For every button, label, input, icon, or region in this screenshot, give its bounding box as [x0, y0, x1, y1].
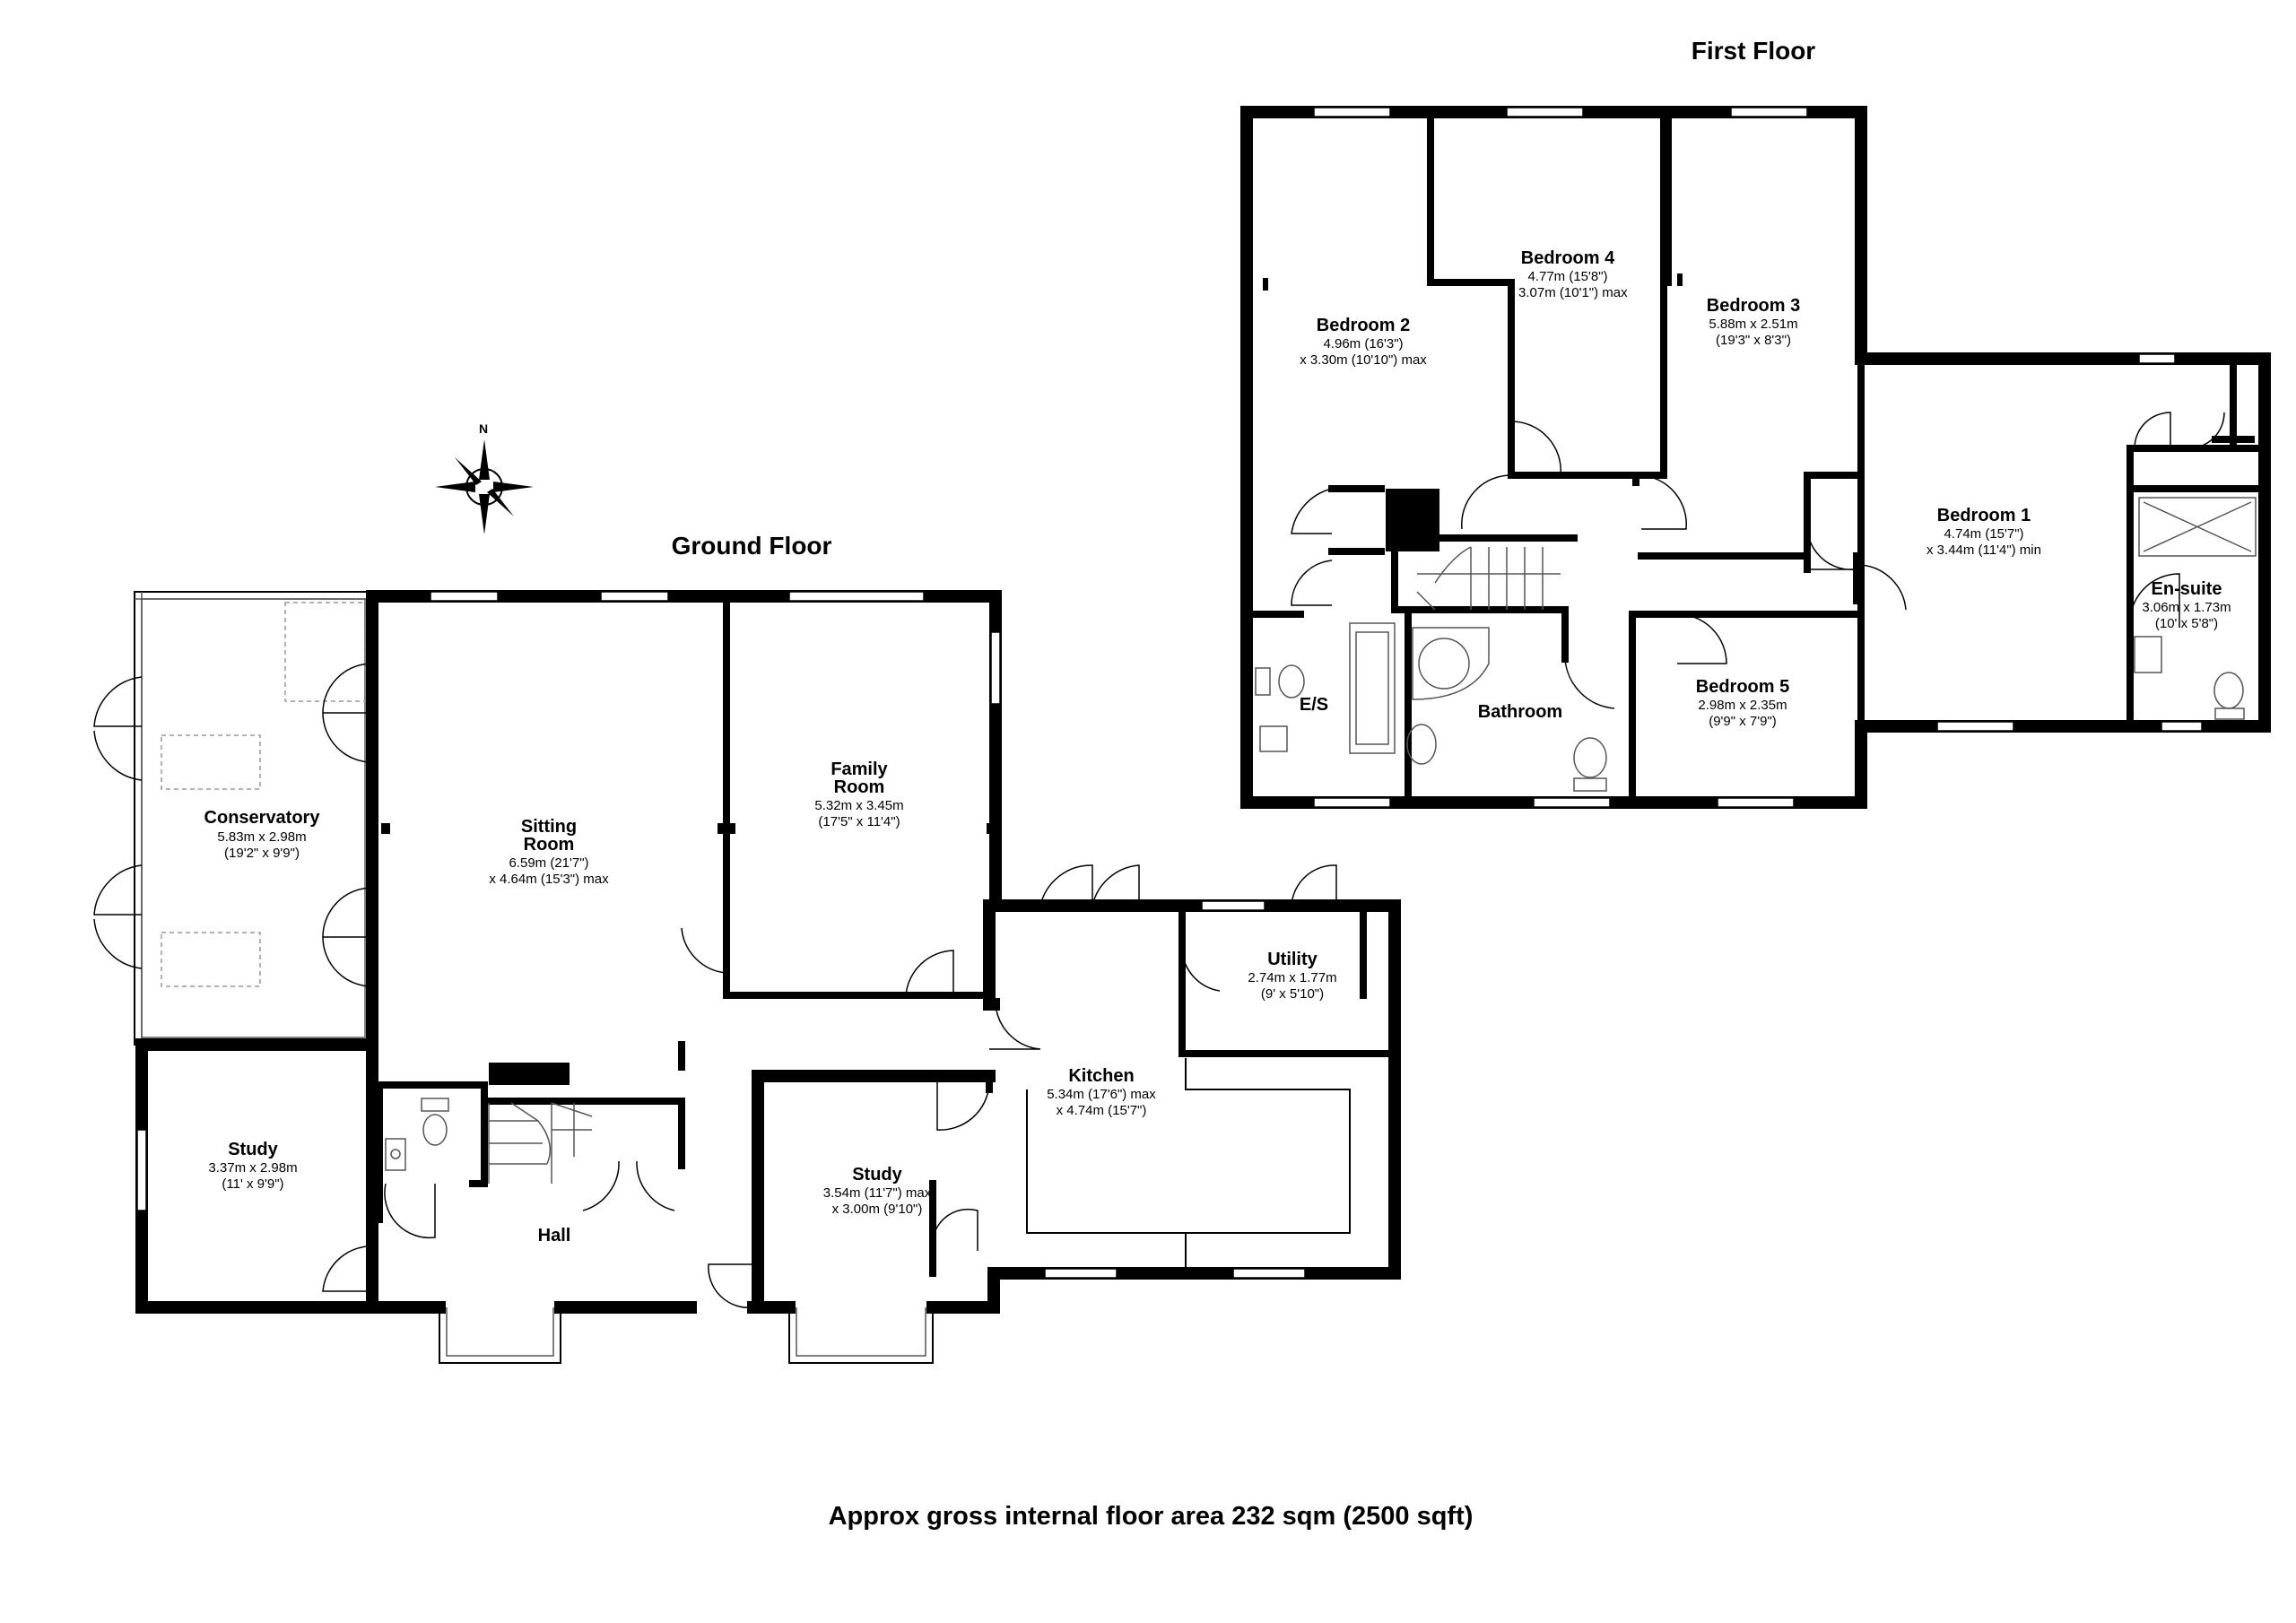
sitting-room-name-2: Room — [524, 835, 575, 855]
first-floor-plan — [1240, 106, 2271, 809]
ground-floor-plan — [93, 590, 1401, 1364]
bedroom-4-dim-1: 4.77m (15'8") — [1527, 269, 1607, 284]
labels: First Floor Ground Floor Conservatory 5.… — [204, 37, 2231, 1531]
kitchen-dim-2: x 4.74m (15'7") — [1057, 1103, 1147, 1118]
bedroom-3-name: Bedroom 3 — [1707, 296, 1800, 316]
bedroom-1-name: Bedroom 1 — [1937, 506, 2031, 525]
ground-wc-fixtures — [385, 1098, 449, 1171]
bedroom-2-name: Bedroom 2 — [1317, 316, 1410, 335]
bedroom-4-name: Bedroom 4 — [1521, 248, 1615, 268]
utility-dim-1: 2.74m x 1.77m — [1248, 970, 1336, 985]
utility-dim-2: (9' x 5'10") — [1261, 986, 1324, 1002]
ensuite-dim-2: (10' x 5'8") — [2155, 616, 2218, 631]
bedroom-5-name: Bedroom 5 — [1696, 677, 1789, 697]
study-left-name: Study — [228, 1140, 278, 1159]
hall-name: Hall — [538, 1226, 571, 1245]
conservatory-dim-metric: 5.83m x 2.98m — [217, 829, 306, 845]
study-left-dim-1: 3.37m x 2.98m — [208, 1160, 297, 1176]
es-name: E/S — [1300, 695, 1328, 715]
compass-rose: N — [435, 421, 534, 534]
bedroom-3-dim-2: (19'3" x 8'3") — [1716, 333, 1791, 348]
first-floor-title: First Floor — [1692, 37, 1816, 65]
family-room-dim-2: (17'5" x 11'4") — [818, 814, 900, 829]
ground-floor-title: Ground Floor — [672, 532, 832, 560]
compass-north-label: N — [479, 421, 488, 436]
conservatory-name: Conservatory — [204, 808, 321, 828]
bedroom-1-dim-1: 4.74m (15'7") — [1944, 526, 2023, 542]
sitting-room-name-1: Sitting — [521, 817, 577, 837]
conservatory-dim-imperial: (19'2" x 9'9") — [224, 846, 300, 861]
bedroom-3-dim-1: 5.88m x 2.51m — [1709, 317, 1797, 332]
sitting-room-dim-1: 6.59m (21'7") — [509, 855, 588, 871]
family-room-dim-1: 5.32m x 3.45m — [814, 798, 903, 813]
kitchen-dim-1: 5.34m (17'6") max — [1047, 1087, 1156, 1102]
first-external-walls — [1240, 106, 2271, 809]
bedroom-5-dim-1: 2.98m x 2.35m — [1698, 698, 1787, 713]
ensuite-dim-1: 3.06m x 1.73m — [2142, 600, 2231, 615]
study-left-dim-2: (11' x 9'9") — [222, 1176, 283, 1192]
ground-internal-walls — [369, 593, 1394, 1277]
first-stairs — [1416, 546, 1561, 611]
first-internal-walls — [1248, 113, 2268, 802]
bedroom-2-dim-2: x 3.30m (10'10") max — [1300, 352, 1427, 368]
family-room-name-2: Room — [834, 777, 885, 797]
first-bathroom-fixtures — [1255, 497, 2257, 792]
family-room-name-1: Family — [831, 759, 888, 779]
ground-external-walls — [135, 590, 1401, 1314]
bedroom-4-dim-2: x 3.07m (10'1") max — [1508, 285, 1628, 300]
first-doors — [1291, 412, 2225, 709]
bathroom-name: Bathroom — [1478, 702, 1562, 722]
bedroom-2-dim-1: 4.96m (16'3") — [1323, 336, 1403, 352]
study-mid-dim-1: 3.54m (11'7") max — [823, 1185, 932, 1201]
floor-area-footer: Approx gross internal floor area 232 sqm… — [829, 1502, 1474, 1531]
sitting-room-dim-2: x 4.64m (15'3") max — [489, 872, 609, 887]
ground-stairs — [483, 1102, 593, 1184]
first-windows — [1313, 107, 2203, 808]
study-mid-dim-2: x 3.00m (9'10") — [832, 1202, 923, 1217]
kitchen-name: Kitchen — [1068, 1066, 1134, 1086]
bedroom-5-dim-2: (9'9" x 7'9") — [1709, 714, 1777, 729]
bedroom-1-dim-2: x 3.44m (11'4") min — [1926, 542, 2041, 558]
ground-doors — [322, 864, 1337, 1309]
study-mid-name: Study — [852, 1165, 902, 1185]
ensuite-name: En-suite — [2152, 579, 2222, 599]
utility-name: Utility — [1267, 950, 1318, 969]
ground-windows — [136, 591, 1306, 1364]
